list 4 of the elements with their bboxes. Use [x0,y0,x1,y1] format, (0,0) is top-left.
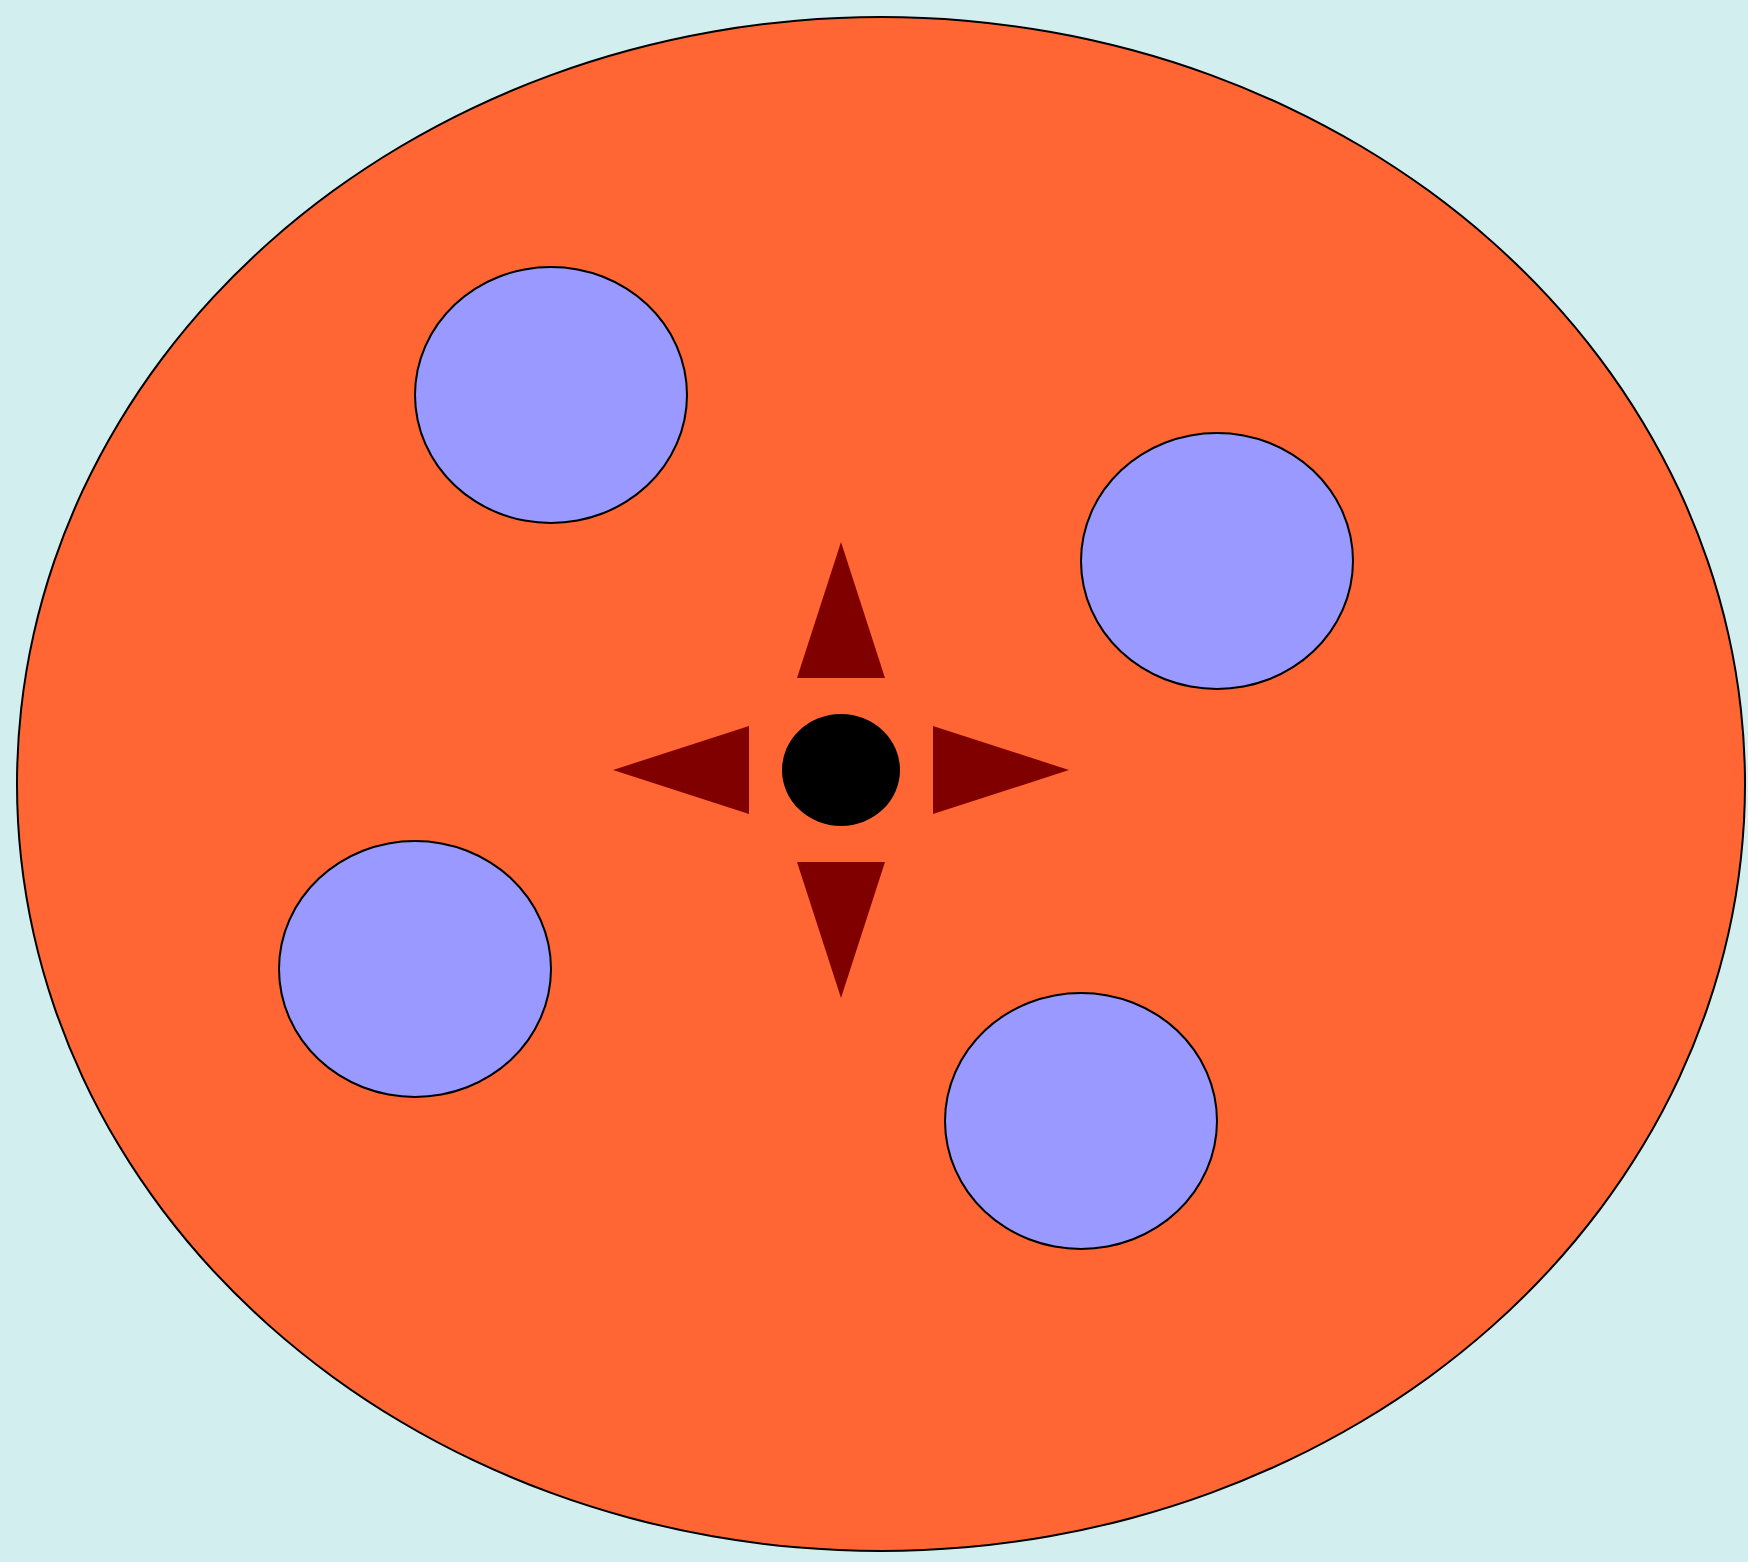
arrow [797,862,885,998]
arrow [933,726,1069,814]
arrow [613,726,749,814]
arrow [797,542,885,678]
